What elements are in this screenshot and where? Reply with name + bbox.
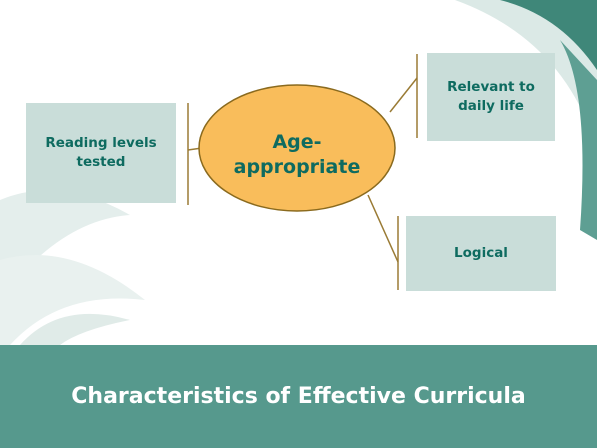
center-label: Age- appropriate	[232, 110, 362, 200]
node-reading-levels: Reading levels tested	[26, 103, 176, 203]
center-ellipse	[198, 84, 396, 212]
node-label: Relevant to daily life	[447, 79, 535, 114]
node-label: Logical	[454, 245, 508, 261]
title-banner: Characteristics of Effective Curricula	[0, 345, 597, 448]
corner-swoosh	[455, 0, 597, 240]
connector-right-top	[389, 54, 418, 138]
node-logical: Logical	[406, 216, 556, 291]
node-relevant-daily-life: Relevant to daily life	[427, 53, 555, 141]
connector-right-bottom	[367, 194, 399, 290]
slide-title: Characteristics of Effective Curricula	[71, 384, 526, 409]
center-label-text: Age- appropriate	[233, 131, 361, 178]
decorative-swoosh	[0, 190, 145, 345]
node-label: Reading levels tested	[45, 135, 157, 170]
